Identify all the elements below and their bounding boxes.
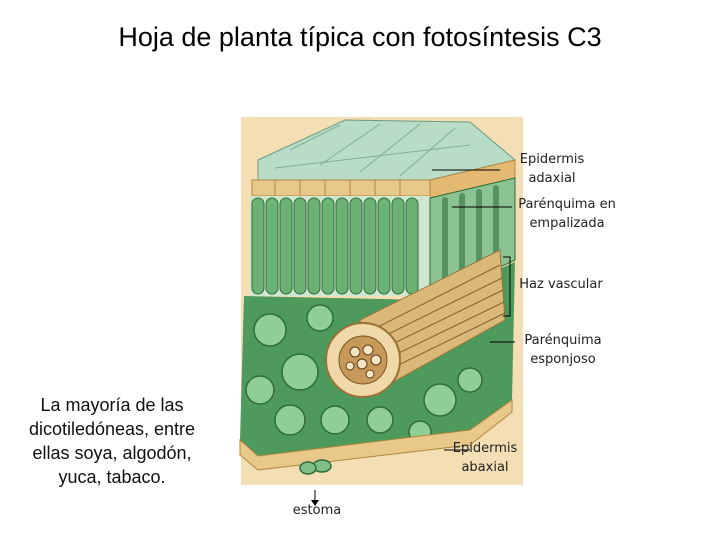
label-line: Epidermis bbox=[452, 441, 518, 456]
label-line: Epidermis bbox=[519, 152, 585, 167]
label-line: Parénquima en bbox=[518, 197, 616, 212]
label-line: abaxial bbox=[461, 460, 509, 475]
description-text: La mayoría de las dicotiledóneas, entre … bbox=[28, 395, 196, 487]
label-line: Haz vascular bbox=[519, 277, 603, 292]
label-line: empalizada bbox=[529, 216, 605, 231]
page-title: Hoja de planta típica con fotosíntesis C… bbox=[118, 22, 602, 52]
label-parenquima-esponjoso: Parénquima esponjoso bbox=[518, 331, 608, 369]
label-line: esponjoso bbox=[530, 352, 596, 367]
label-line: adaxial bbox=[528, 171, 576, 186]
label-epidermis-abaxial: Epidermis abaxial bbox=[448, 439, 522, 477]
label-haz-vascular: Haz vascular bbox=[514, 275, 608, 294]
label-line: estoma bbox=[292, 503, 342, 518]
label-line: Parénquima bbox=[524, 333, 602, 348]
label-estoma: estoma bbox=[285, 501, 349, 520]
label-epidermis-adaxial: Epidermis adaxial bbox=[512, 150, 592, 188]
label-parenquima-empalizada: Parénquima en empalizada bbox=[514, 195, 620, 233]
